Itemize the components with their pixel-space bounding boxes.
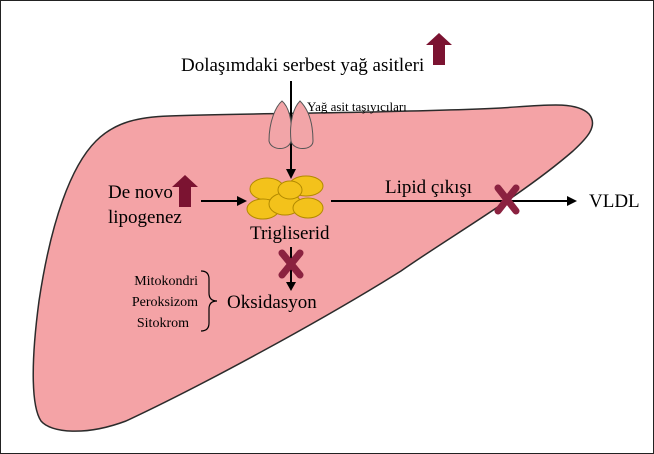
fatty-acids-label: Dolaşımdaki serbest yağ asitleri	[181, 55, 424, 76]
export-arrowhead	[567, 196, 577, 206]
oxidation-site-mitochondria: Mitokondri	[134, 274, 198, 289]
vldl-label: VLDL	[589, 191, 640, 212]
up-arrow-icon	[426, 33, 452, 65]
oxidation-site-cytochrome: Sitokrom	[137, 316, 189, 331]
lipid-export-label: Lipid çıkışı	[385, 177, 472, 198]
oxidation-label: Oksidasyon	[227, 292, 317, 313]
de-novo-label-line2: lipogenez	[108, 207, 182, 228]
transporters-label: Yağ asit taşıyıcıları	[307, 99, 407, 114]
de-novo-label-line1: De novo	[108, 182, 173, 203]
oxidation-site-peroxisome: Peroksizom	[132, 295, 198, 310]
liver-shape	[33, 105, 592, 431]
triglyceride-label: Trigliserid	[250, 223, 330, 244]
